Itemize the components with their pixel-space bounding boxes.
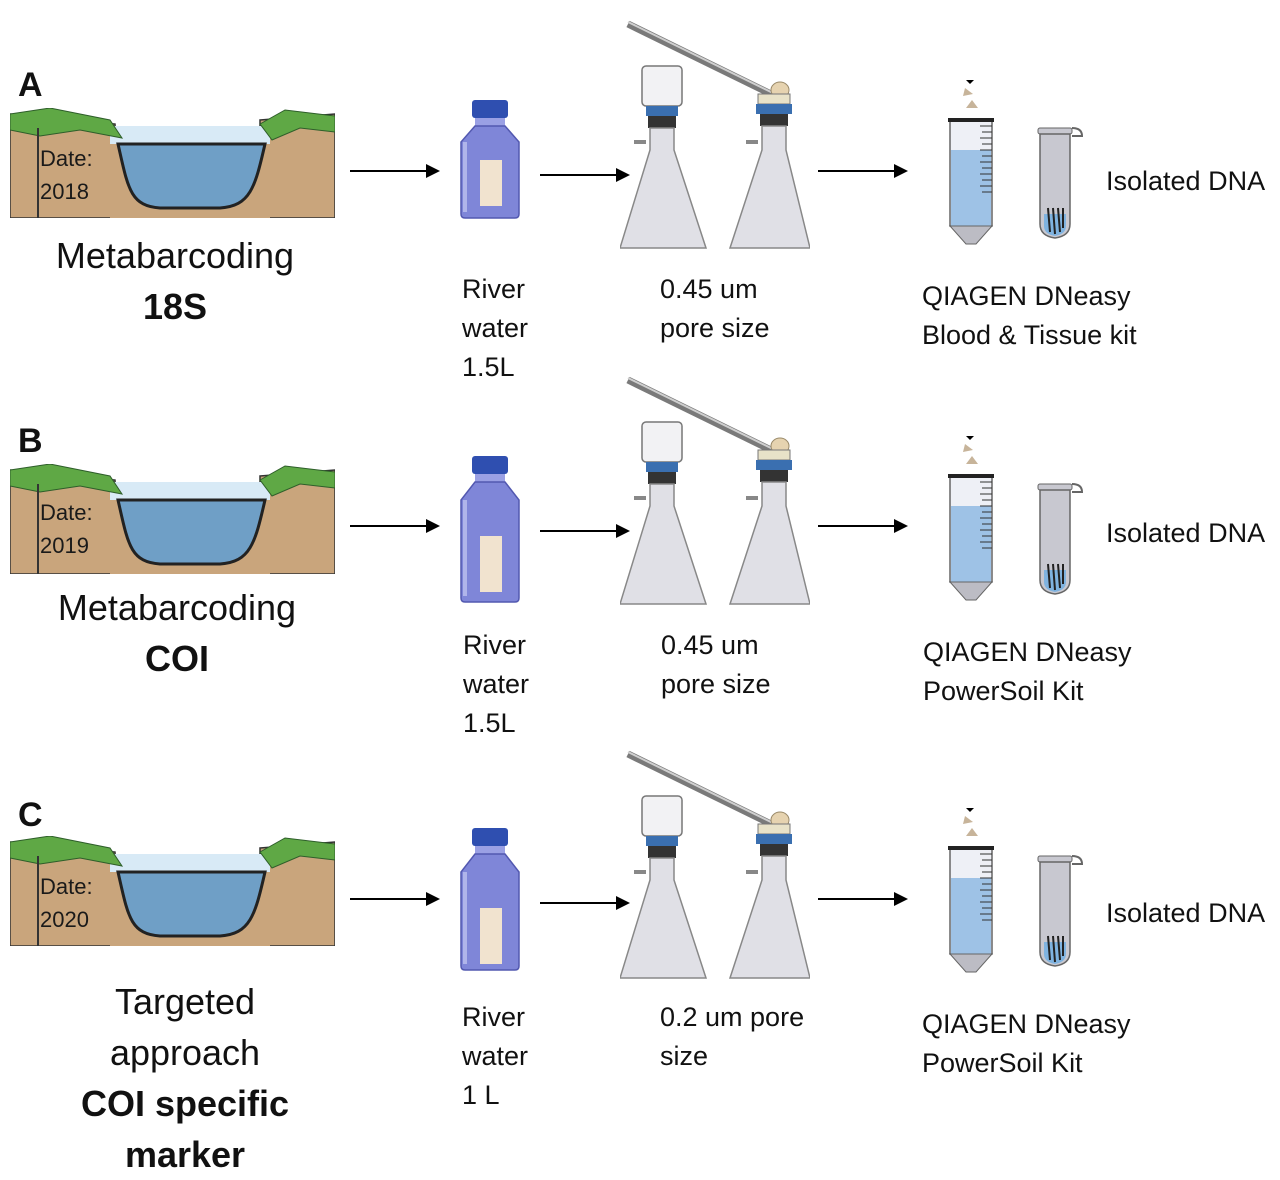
method-marker: marker xyxy=(124,1134,246,1175)
date-label: Date: 2020 xyxy=(40,870,93,936)
date-label-text: Date: xyxy=(40,500,93,525)
method-label: Metabarcoding 18S xyxy=(30,230,320,332)
vacuum-filtration-flasks-illustration xyxy=(620,20,810,249)
panel-letter: B xyxy=(18,422,43,460)
water-bottle-icon xyxy=(460,100,520,219)
extraction-tubes-illustration xyxy=(948,436,1084,601)
method-marker: COI specific xyxy=(80,1083,290,1124)
method-line: Metabarcoding xyxy=(57,587,297,628)
panel-letter: A xyxy=(18,66,43,104)
water-volume-label: River water 1.5L xyxy=(462,274,529,382)
method-marker: 18S xyxy=(142,286,208,327)
date-value: 2018 xyxy=(40,179,89,204)
method-line: approach xyxy=(109,1032,261,1073)
river-cross-section-illustration xyxy=(10,464,335,574)
arrow-to-extraction xyxy=(818,519,908,533)
vacuum-filtration-flasks-illustration xyxy=(620,750,810,979)
river-cross-section-illustration xyxy=(10,108,335,218)
panel-c: C Date: 2020 Targeted approach COI speci… xyxy=(0,730,1280,1175)
date-label: Date: 2019 xyxy=(40,496,93,562)
extraction-kit-label: QIAGEN DNeasy Blood & Tissue kit xyxy=(922,281,1137,350)
water-bottle-icon xyxy=(460,456,520,603)
date-label-text: Date: xyxy=(40,146,93,171)
river-cross-section-illustration xyxy=(10,836,335,946)
panel-b: B Date: 2019 Metabarcoding COI xyxy=(0,356,1280,738)
panel-letter: C xyxy=(18,796,43,834)
arrow-to-extraction xyxy=(818,892,908,906)
arrow-to-filter xyxy=(540,524,630,538)
arrow-to-extraction xyxy=(818,164,908,178)
extraction-kit-label: QIAGEN DNeasy PowerSoil Kit xyxy=(923,637,1132,706)
extraction-tubes-illustration xyxy=(948,80,1084,245)
water-volume-label: River water 1 L xyxy=(462,1002,529,1110)
result-label: Isolated DNA xyxy=(1106,898,1266,928)
result-label: Isolated DNA xyxy=(1106,166,1266,196)
date-value: 2019 xyxy=(40,533,89,558)
arrow-to-bottle xyxy=(350,164,440,178)
method-marker: COI xyxy=(144,638,209,679)
filter-pore-label: 0.45 um pore size xyxy=(660,274,770,343)
method-line: Targeted xyxy=(114,981,256,1022)
vacuum-filtration-flasks-illustration xyxy=(620,376,810,605)
arrow-to-bottle xyxy=(350,892,440,906)
water-bottle-icon xyxy=(460,828,520,971)
arrow-to-filter xyxy=(540,168,630,182)
panel-a: A Date: 2018 Metabarcoding 18S xyxy=(0,0,1280,382)
filter-pore-label: 0.45 um pore size xyxy=(661,630,771,699)
filter-pore-label: 0.2 um pore size xyxy=(660,1002,805,1071)
result-label: Isolated DNA xyxy=(1106,518,1266,548)
method-label: Metabarcoding COI xyxy=(32,582,322,684)
date-value: 2020 xyxy=(40,907,89,932)
arrow-to-bottle xyxy=(350,519,440,533)
method-label: Targeted approach COI specific marker xyxy=(40,976,330,1180)
method-line: Metabarcoding xyxy=(55,235,295,276)
date-label: Date: 2018 xyxy=(40,142,93,208)
extraction-tubes-illustration xyxy=(948,808,1084,973)
extraction-kit-label: QIAGEN DNeasy PowerSoil Kit xyxy=(922,1009,1131,1078)
date-label-text: Date: xyxy=(40,874,93,899)
water-volume-label: River water 1.5L xyxy=(463,630,530,738)
arrow-to-filter xyxy=(540,896,630,910)
